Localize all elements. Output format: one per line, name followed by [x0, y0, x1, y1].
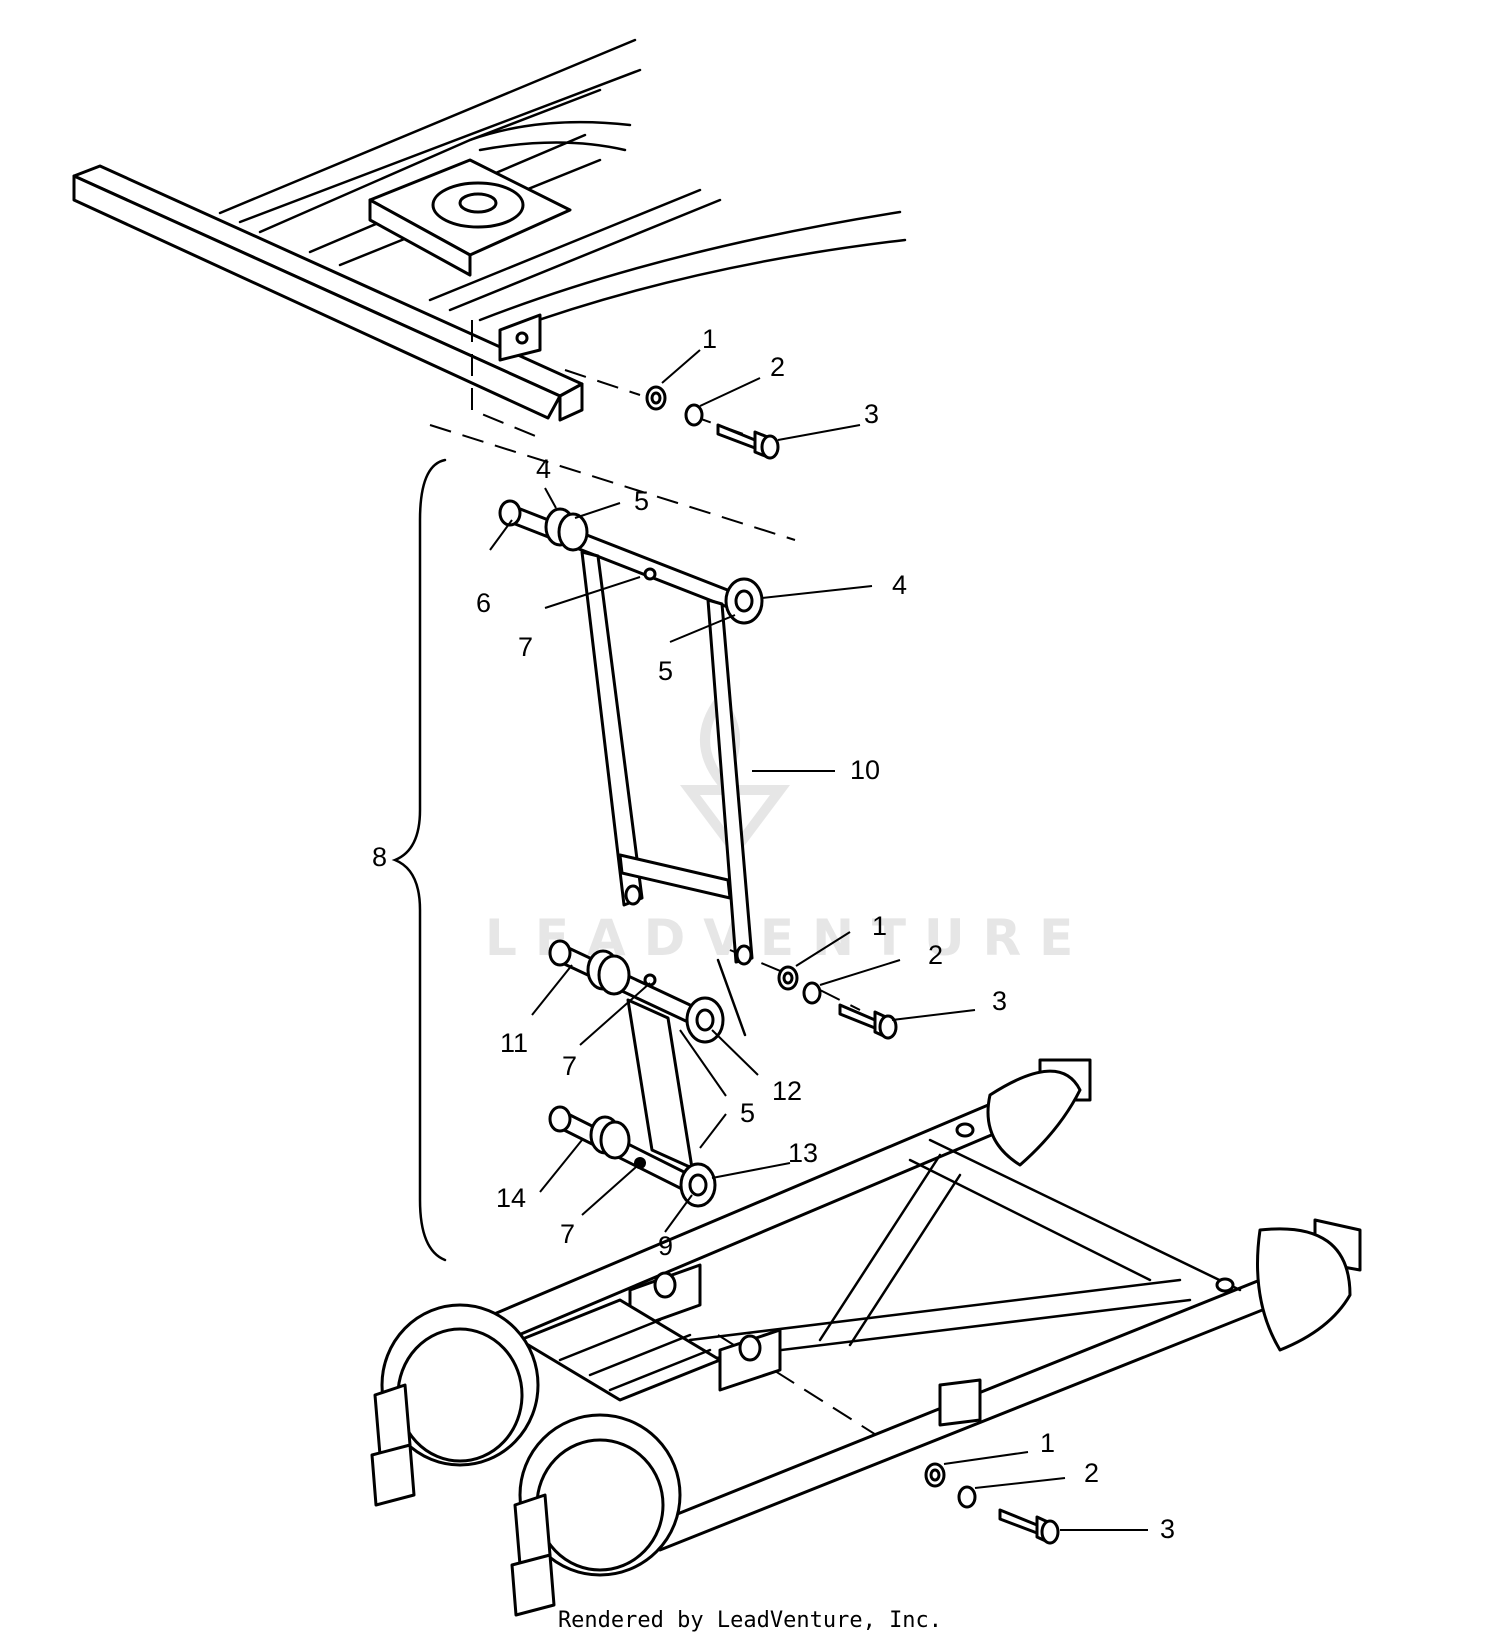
callout-1: 1 — [872, 911, 887, 941]
callout-9: 9 — [658, 1231, 673, 1261]
callout-13: 13 — [788, 1138, 818, 1168]
callout-4: 4 — [892, 570, 907, 600]
callout-11: 11 — [500, 1028, 528, 1058]
washer-1-top — [645, 385, 667, 411]
callout-7: 7 — [518, 632, 533, 662]
lower-a-frame — [478, 1058, 1362, 1552]
alignment-line-upper — [429, 424, 796, 541]
callout-2: 2 — [770, 352, 785, 382]
callout-labels: 1 2 3 4 5 6 7 4 5 10 8 1 2 3 11 7 12 5 1… — [372, 324, 1175, 1544]
washer-1-bottom — [924, 1462, 946, 1488]
callout-7: 7 — [560, 1219, 575, 1249]
callout-3: 3 — [864, 399, 879, 429]
callout-10: 10 — [850, 755, 880, 785]
washer-1-middle — [777, 965, 799, 991]
lockwasher-2-middle — [802, 981, 822, 1005]
bolt-3-middle — [838, 1003, 898, 1040]
callout-14: 14 — [496, 1183, 526, 1213]
render-credit: Rendered by LeadVenture, Inc. — [557, 1608, 943, 1633]
callout-2: 2 — [928, 940, 943, 970]
right-ski-clamp — [510, 1413, 682, 1617]
callout-5: 5 — [740, 1098, 755, 1128]
bolt-3-top — [716, 423, 780, 460]
callout-1: 1 — [1040, 1428, 1055, 1458]
upper-frame — [72, 38, 907, 441]
lockwasher-2-top — [684, 403, 704, 427]
link-arm-10 — [580, 550, 754, 966]
leader-lines — [489, 349, 1148, 1531]
assembly-bracket — [391, 458, 447, 1262]
callout-5: 5 — [658, 656, 673, 686]
upper-pivot-shaft — [498, 499, 764, 625]
bolt-3-bottom — [998, 1508, 1060, 1545]
lower-pivot-shaft — [548, 1105, 717, 1208]
callout-3: 3 — [992, 986, 1007, 1016]
callout-3: 3 — [1160, 1514, 1175, 1544]
left-ski-clamp — [370, 1303, 540, 1507]
callout-2: 2 — [1084, 1458, 1099, 1488]
callout-8: 8 — [372, 842, 387, 872]
link-plate-12 — [626, 998, 694, 1170]
lockwasher-2-bottom — [957, 1485, 977, 1509]
callout-5: 5 — [634, 486, 649, 516]
callout-7: 7 — [562, 1051, 577, 1081]
callout-6: 6 — [476, 588, 491, 618]
callout-12: 12 — [772, 1076, 802, 1106]
callout-4: 4 — [536, 454, 551, 484]
callout-1: 1 — [702, 324, 717, 354]
middle-pivot-shaft — [548, 939, 747, 1044]
